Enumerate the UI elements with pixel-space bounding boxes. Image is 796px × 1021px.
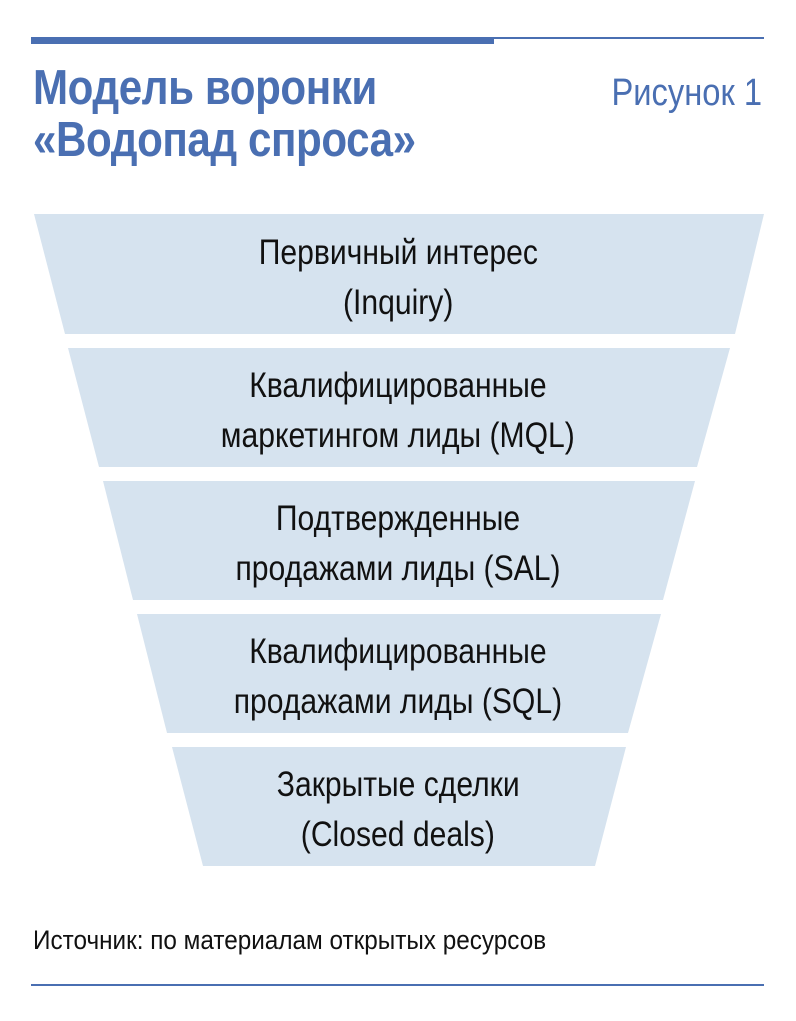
title-line-1: Модель воронки [33,61,377,115]
stage-abbr: (Closed deals) [300,815,496,854]
stage-abbr: продажами лиды (SQL) [233,682,563,721]
source-note: Источник: по материалам открытых ресурсо… [33,925,547,955]
top-rule-accent [31,37,494,44]
funnel-stage-1 [34,214,764,334]
figure-label: Рисунок 1 [611,72,762,114]
stage-name: Квалифицированные [249,366,547,405]
stage-name: Закрытые сделки [276,765,520,804]
funnel-stage-label: Закрытые сделки (Closed deals) [0,760,796,860]
funnel-stage-4 [137,614,661,733]
funnel-stage-2 [68,348,730,467]
funnel-stage-label: Квалифицированные продажами лиды (SQL) [0,627,796,727]
title-line-2: «Водопад спроса» [33,113,416,167]
funnel-stage-label: Первичный интерес (Inquiry) [0,228,796,328]
funnel-stage-5 [172,747,626,866]
stage-abbr: продажами лиды (SAL) [235,549,561,588]
stage-abbr: маркетингом лиды (MQL) [221,416,575,455]
stage-abbr: (Inquiry) [342,283,454,322]
funnel-stage-label: Квалифицированные маркетингом лиды (MQL) [0,361,796,461]
funnel-stage-3 [103,481,695,600]
stage-name: Подтвержденные [275,499,521,538]
funnel-stage-label: Подтвержденные продажами лиды (SAL) [0,494,796,594]
bottom-rule [31,984,764,986]
stage-name: Квалифицированные [249,632,547,671]
page-title: Модель воронки «Водопад спроса» [33,62,416,166]
stage-name: Первичный интерес [258,233,538,272]
